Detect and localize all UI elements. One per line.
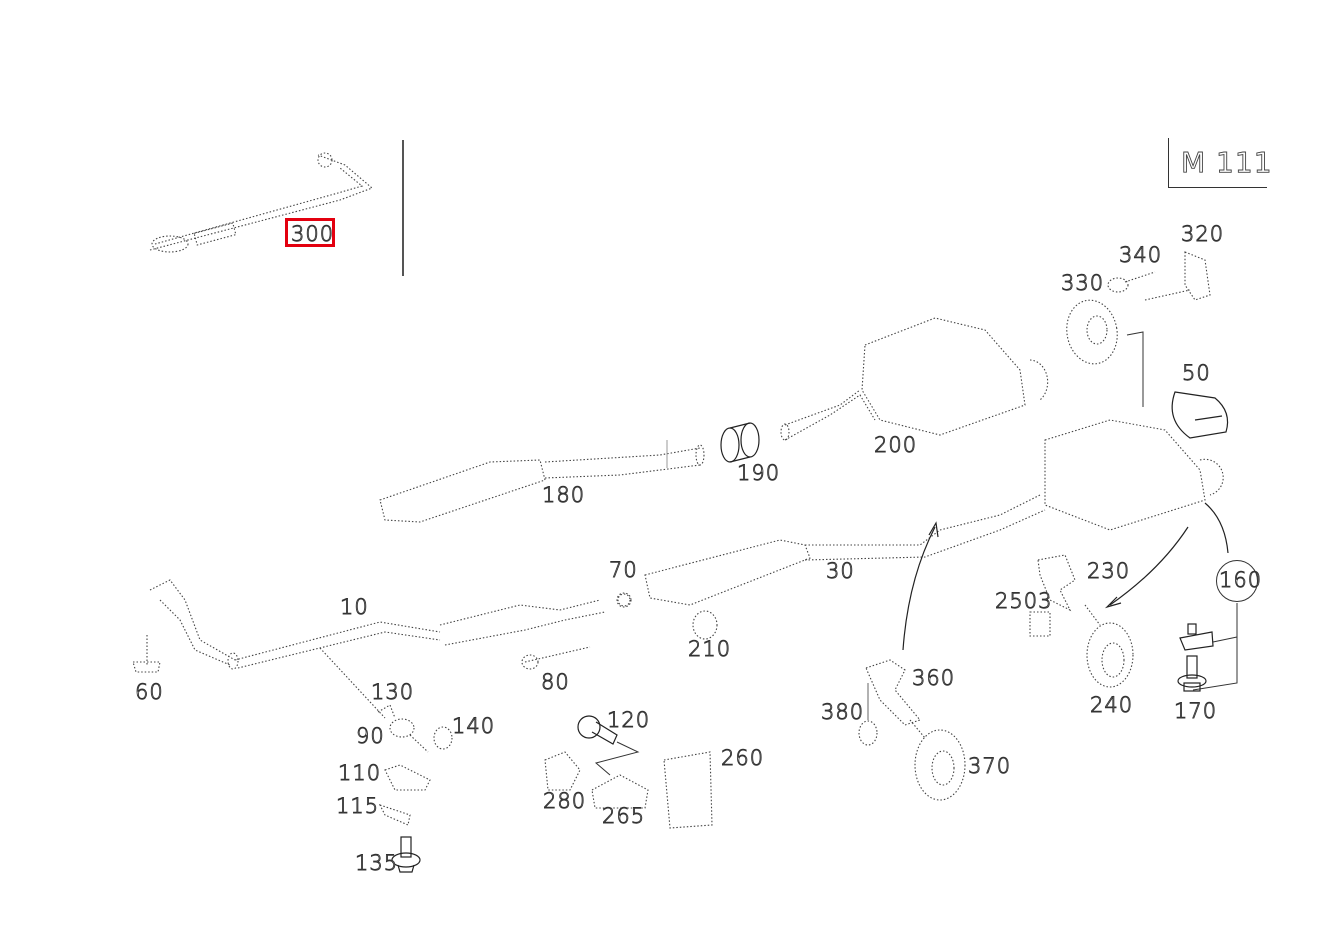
part-180-drawing[interactable] bbox=[379, 440, 705, 523]
part-label-2503[interactable]: 2503 bbox=[995, 589, 1053, 613]
part-380-drawing[interactable] bbox=[858, 683, 878, 746]
rear-silencer-drawing[interactable] bbox=[1044, 419, 1224, 531]
part-110-drawing[interactable] bbox=[384, 764, 431, 791]
part-320-drawing[interactable] bbox=[1144, 251, 1211, 301]
leader-160-170 bbox=[1192, 603, 1238, 691]
part-140-drawing[interactable] bbox=[433, 726, 453, 750]
part-130-drawing[interactable] bbox=[377, 704, 396, 719]
part-90-drawing[interactable] bbox=[389, 718, 429, 753]
part-10-drawing[interactable] bbox=[149, 579, 606, 719]
part-label-300[interactable]: 300 bbox=[291, 222, 335, 246]
part-label-80[interactable]: 80 bbox=[541, 670, 570, 694]
part-70-drawing[interactable] bbox=[617, 593, 631, 607]
arrowhead-230 bbox=[1104, 596, 1122, 609]
part-label-140[interactable]: 140 bbox=[452, 714, 496, 738]
part-label-60[interactable]: 60 bbox=[135, 680, 164, 704]
part-330-drawing[interactable] bbox=[1062, 296, 1122, 368]
part-label-30[interactable]: 30 bbox=[826, 559, 855, 583]
part-label-280[interactable]: 280 bbox=[543, 789, 587, 813]
part-label-370[interactable]: 370 bbox=[968, 754, 1012, 778]
arrow-to-230 bbox=[1109, 526, 1189, 606]
part-label-160[interactable]: 160 bbox=[1219, 568, 1263, 592]
part-340-drawing[interactable] bbox=[1107, 271, 1156, 293]
part-240-drawing[interactable] bbox=[1084, 604, 1134, 688]
part-label-190[interactable]: 190 bbox=[737, 461, 781, 485]
arrow-to-30 bbox=[902, 526, 936, 651]
part-300-drawing[interactable] bbox=[149, 152, 374, 253]
part-190-drawing[interactable] bbox=[720, 422, 760, 463]
part-label-120[interactable]: 120 bbox=[607, 708, 651, 732]
part-label-340[interactable]: 340 bbox=[1119, 243, 1163, 267]
part-label-380[interactable]: 380 bbox=[821, 700, 865, 724]
part-label-135[interactable]: 135 bbox=[355, 851, 399, 875]
part-200-drawing[interactable] bbox=[780, 317, 1049, 441]
part-label-265[interactable]: 265 bbox=[602, 804, 646, 828]
part-260-drawing[interactable] bbox=[663, 751, 713, 829]
part-170-drawing[interactable] bbox=[1177, 655, 1207, 692]
part-50-drawing[interactable] bbox=[1171, 391, 1229, 439]
part-label-50[interactable]: 50 bbox=[1182, 361, 1211, 385]
part-label-90[interactable]: 90 bbox=[356, 724, 385, 748]
callout-circle-160 bbox=[1216, 560, 1258, 602]
arrow-to-silencer bbox=[1204, 502, 1229, 554]
part-160-clip-drawing[interactable] bbox=[1179, 623, 1214, 651]
model-label: M 111 bbox=[1181, 146, 1273, 180]
part-label-210[interactable]: 210 bbox=[688, 637, 732, 661]
part-label-260[interactable]: 260 bbox=[721, 746, 765, 770]
part-label-360[interactable]: 360 bbox=[912, 666, 956, 690]
part-label-70[interactable]: 70 bbox=[609, 558, 638, 582]
part-370-drawing[interactable] bbox=[909, 719, 966, 801]
part-360-drawing[interactable] bbox=[865, 659, 921, 726]
part-135-drawing[interactable] bbox=[391, 836, 421, 873]
part-label-10[interactable]: 10 bbox=[340, 595, 369, 619]
part-280-drawing[interactable] bbox=[544, 751, 581, 791]
part-230-drawing[interactable] bbox=[1037, 554, 1076, 612]
part-115-drawing[interactable] bbox=[378, 804, 411, 826]
part-60-drawing[interactable] bbox=[132, 635, 161, 673]
part-label-240[interactable]: 240 bbox=[1090, 693, 1134, 717]
part-label-330[interactable]: 330 bbox=[1061, 271, 1105, 295]
model-frame bbox=[1168, 138, 1267, 188]
part-label-110[interactable]: 110 bbox=[338, 761, 382, 785]
arrowhead-30 bbox=[928, 521, 939, 538]
highlight-box-300 bbox=[285, 218, 335, 247]
part-label-230[interactable]: 230 bbox=[1087, 559, 1131, 583]
leader-160-clip bbox=[1212, 636, 1238, 643]
part-2503-drawing[interactable] bbox=[1029, 611, 1051, 637]
part-label-180[interactable]: 180 bbox=[542, 483, 586, 507]
part-label-170[interactable]: 170 bbox=[1174, 699, 1218, 723]
leader-330 bbox=[1126, 331, 1144, 407]
inset-divider bbox=[402, 140, 404, 276]
part-120-drawing[interactable] bbox=[577, 715, 640, 776]
part-label-200[interactable]: 200 bbox=[874, 433, 918, 457]
part-label-115[interactable]: 115 bbox=[336, 794, 380, 818]
part-label-130[interactable]: 130 bbox=[371, 680, 415, 704]
part-label-320[interactable]: 320 bbox=[1181, 222, 1225, 246]
part-30-drawing[interactable] bbox=[521, 494, 1046, 670]
